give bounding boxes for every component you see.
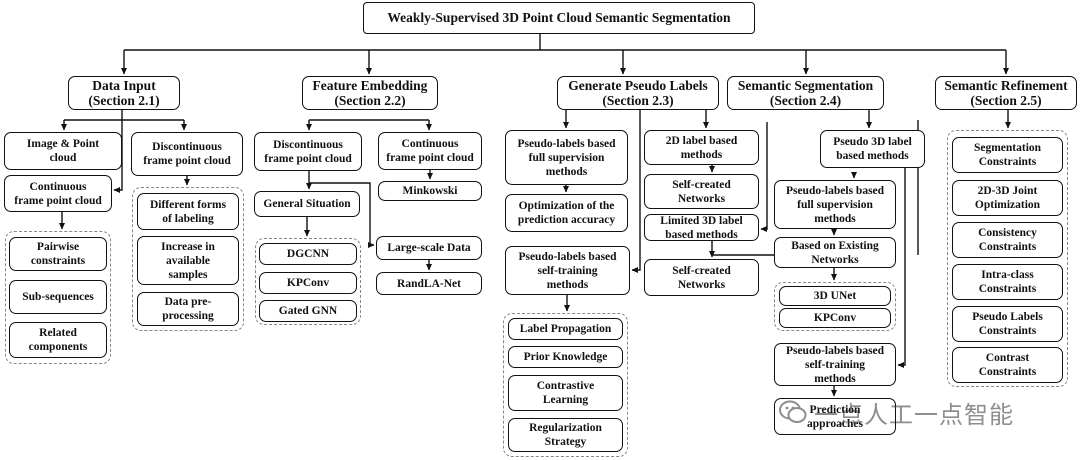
node-3d-unet: 3D UNet [779, 286, 891, 306]
node-consistency-constraints: Consistency Constraints [952, 222, 1063, 258]
node-kpconv: KPConv [259, 272, 357, 294]
category-data-input: Data Input (Section 2.1) [68, 76, 180, 110]
node-self-created-networks-2d: Self-created Networks [644, 174, 759, 209]
node-increase-available-samples: Increase in available samples [137, 236, 239, 285]
node-randla-net: RandLA-Net [376, 272, 482, 295]
group-general-situation-networks [255, 238, 361, 325]
node-label-propagation: Label Propagation [508, 318, 623, 340]
node-intra-class-constraints: Intra-class Constraints [952, 264, 1063, 300]
node-fe-discontinuous-frame: Discontinuous frame point cloud [254, 132, 362, 171]
group-existing-networks [774, 282, 896, 331]
node-pl-full-supervision: Pseudo-labels based full supervision met… [505, 130, 628, 185]
node-segmentation-constraints: Segmentation Constraints [952, 137, 1063, 173]
node-pl-self-training: Pseudo-labels based self-training method… [505, 246, 630, 295]
node-different-forms-of-labeling: Different forms of labeling [137, 193, 239, 230]
node-continuous-frame-point-cloud: Continuous frame point cloud [4, 175, 112, 212]
category-generate-pseudo-labels: Generate Pseudo Labels (Section 2.3) [557, 76, 719, 110]
category-semantic-refinement: Semantic Refinement (Section 2.5) [935, 76, 1077, 110]
node-general-situation: General Situation [254, 191, 360, 217]
group-continuous-frame-methods [5, 231, 111, 364]
node-ss-self-training: Pseudo-labels based self-training method… [774, 343, 896, 386]
node-pairwise-constraints: Pairwise constraints [9, 237, 107, 271]
node-prior-knowledge: Prior Knowledge [508, 346, 623, 368]
node-2d-label-methods: 2D label based methods [644, 130, 759, 165]
node-large-scale-data: Large-scale Data [376, 236, 482, 260]
node-regularization-strategy: Regularization Strategy [508, 418, 623, 452]
node-contrastive-learning: Contrastive Learning [508, 375, 623, 411]
category-feature-embedding: Feature Embedding (Section 2.2) [302, 76, 438, 110]
category-semantic-segmentation: Semantic Segmentation (Section 2.4) [727, 76, 884, 110]
root-title: Weakly-Supervised 3D Point Cloud Semanti… [363, 2, 755, 34]
node-image-point-cloud: Image & Point cloud [4, 132, 122, 170]
node-sub-sequences: Sub-sequences [9, 280, 107, 314]
group-refinement-constraints [947, 130, 1068, 387]
node-optimization-prediction-accuracy: Optimization of the prediction accuracy [505, 194, 628, 232]
node-2d-3d-joint-optimization: 2D-3D Joint Optimization [952, 180, 1063, 216]
node-pseudo-labels-constraints: Pseudo Labels Constraints [952, 306, 1063, 342]
node-limited-3d-label-methods: Limited 3D label based methods [644, 214, 759, 241]
node-data-preprocessing: Data pre- processing [137, 292, 239, 326]
node-discontinuous-frame-point-cloud: Discontinuous frame point cloud [131, 132, 243, 176]
group-discontinuous-frame-methods [132, 187, 244, 331]
node-pseudo-3d-label-methods: Pseudo 3D label based methods [820, 130, 925, 168]
node-prediction-approaches: Prediction approaches [774, 398, 896, 435]
node-dgcnn: DGCNN [259, 243, 357, 265]
node-existing-networks: Based on Existing Networks [774, 237, 896, 268]
node-minkowski: Minkowski [378, 181, 482, 201]
node-fe-continuous-frame: Continuous frame point cloud [378, 132, 482, 170]
node-contrast-constraints: Contrast Constraints [952, 347, 1063, 383]
node-self-created-networks-3d: Self-created Networks [644, 259, 759, 296]
node-gated-gnn: Gated GNN [259, 300, 357, 322]
node-ss-kpconv: KPConv [779, 308, 891, 328]
node-ss-full-supervision: Pseudo-labels based full supervision met… [774, 180, 896, 229]
node-related-components: Related components [9, 322, 107, 358]
group-self-training-strategies [503, 313, 628, 457]
